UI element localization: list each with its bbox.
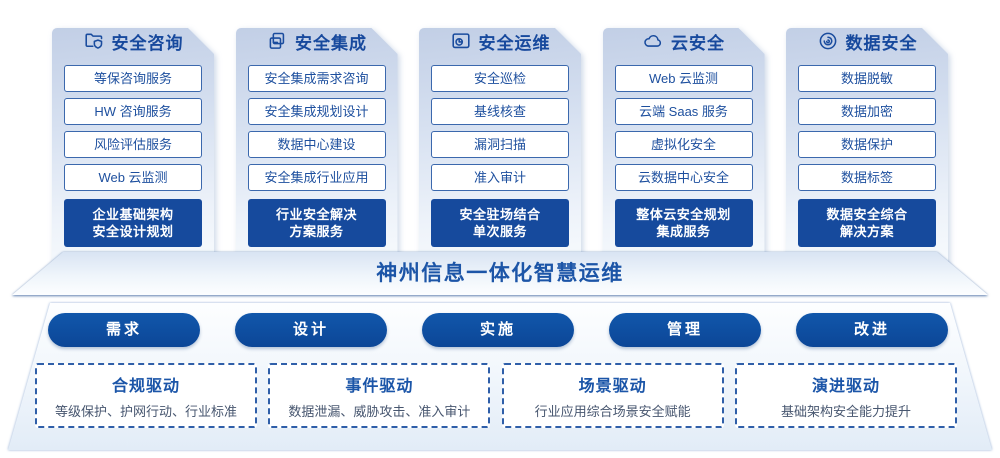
solution-line: 单次服务	[472, 224, 527, 239]
service-item: 等保咨询服务	[64, 65, 202, 92]
service-item: 安全巡检	[431, 65, 569, 92]
service-item: 风险评估服务	[64, 131, 202, 158]
service-item: 准入审计	[431, 164, 569, 191]
solution-line: 整体云安全规划	[636, 207, 731, 222]
solution-line: 解决方案	[839, 224, 894, 239]
service-item: 基线核查	[431, 98, 569, 125]
solution-box: 数据安全综合 解决方案	[798, 199, 936, 247]
ops-banner: 神州信息一体化智慧运维	[12, 252, 988, 295]
card-header: 安全运维	[419, 28, 581, 54]
service-item: HW 咨询服务	[64, 98, 202, 125]
solution-line: 行业安全解决	[275, 207, 357, 222]
driver-title: 场景驱动	[578, 378, 647, 395]
folder-gauge-icon	[450, 30, 472, 52]
service-item: 虚拟化安全	[614, 131, 753, 158]
service-cards-row: 安全咨询 等保咨询服务 HW 咨询服务 风险评估服务 Web 云监测 企业基础架…	[52, 12, 948, 268]
pill-implementation: 实施	[422, 313, 574, 347]
card-title: 云安全	[671, 33, 725, 53]
service-item: 云端 Saas 服务	[614, 98, 753, 125]
driver-desc: 基础架构安全能力提升	[780, 404, 911, 419]
service-item: 数据加密	[798, 98, 936, 125]
process-pills-row: 需求 设计 实施 管理 改进	[48, 313, 948, 347]
solution-line: 安全设计规划	[92, 224, 174, 239]
pill-requirements: 需求	[48, 313, 200, 347]
service-item: 云数据中心安全	[614, 164, 753, 191]
service-item: 数据中心建设	[247, 131, 386, 158]
card-header: 云安全	[603, 28, 765, 54]
service-item: 漏洞扫描	[431, 131, 569, 158]
driver-desc: 数据泄漏、威胁攻击、准入审计	[288, 404, 471, 419]
driver-evolution: 演进驱动 基础架构安全能力提升	[734, 363, 957, 428]
driver-scenario: 场景驱动 行业应用综合场景安全赋能	[501, 363, 724, 428]
driver-title: 演进驱动	[811, 378, 880, 395]
solution-box: 行业安全解决 方案服务	[247, 199, 386, 247]
solution-line: 方案服务	[289, 224, 344, 239]
banner-title: 神州信息一体化智慧运维	[376, 262, 624, 285]
driver-compliance: 合规驱动 等级保护、护网行动、行业标准	[35, 363, 257, 428]
fingerprint-icon	[817, 30, 839, 52]
driver-title: 事件驱动	[345, 378, 414, 395]
card-title: 数据安全	[845, 33, 918, 53]
service-item: 数据标签	[798, 164, 936, 191]
cloud-icon	[642, 30, 664, 52]
drivers-row: 合规驱动 等级保护、护网行动、行业标准 事件驱动 数据泄漏、威胁攻击、准入审计 …	[35, 363, 957, 428]
solution-box: 安全驻场结合 单次服务	[431, 199, 569, 247]
pill-management: 管理	[609, 313, 761, 347]
card-title: 安全运维	[478, 33, 551, 53]
driver-title: 合规驱动	[111, 378, 180, 395]
service-item: 安全集成行业应用	[247, 164, 386, 191]
card-title: 安全咨询	[111, 33, 184, 53]
solution-line: 安全驻场结合	[459, 207, 541, 222]
solution-line: 企业基础架构	[92, 207, 174, 222]
driver-desc: 行业应用综合场景安全赋能	[534, 404, 691, 419]
service-card-integration: 安全集成 安全集成需求咨询 安全集成规划设计 数据中心建设 安全集成行业应用 行…	[235, 12, 398, 268]
service-item: 数据保护	[798, 131, 936, 158]
solution-line: 数据安全综合	[826, 207, 908, 222]
card-header: 数据安全	[786, 28, 948, 54]
pill-improvement: 改进	[796, 313, 948, 347]
solution-box: 整体云安全规划 集成服务	[614, 199, 753, 247]
pill-design: 设计	[235, 313, 387, 347]
folder-shield-icon	[83, 30, 105, 52]
driver-desc: 等级保护、护网行动、行业标准	[54, 404, 237, 419]
stacked-docs-icon	[266, 30, 288, 52]
service-item: 安全集成规划设计	[247, 98, 386, 125]
card-header: 安全咨询	[52, 28, 214, 54]
card-title: 安全集成	[295, 33, 367, 53]
service-card-consulting: 安全咨询 等保咨询服务 HW 咨询服务 风险评估服务 Web 云监测 企业基础架…	[52, 12, 214, 268]
service-item: 数据脱敏	[798, 65, 936, 92]
service-card-cloud: 云安全 Web 云监测 云端 Saas 服务 虚拟化安全 云数据中心安全 整体云…	[602, 12, 765, 268]
card-header: 安全集成	[236, 28, 398, 54]
service-card-data-security: 数据安全 数据脱敏 数据加密 数据保护 数据标签 数据安全综合 解决方案	[786, 12, 948, 268]
driver-incident: 事件驱动 数据泄漏、威胁攻击、准入审计	[268, 363, 491, 428]
service-card-operations: 安全运维 安全巡检 基线核查 漏洞扫描 准入审计 安全驻场结合 单次服务	[419, 12, 581, 268]
solution-box: 企业基础架构 安全设计规划	[64, 199, 202, 247]
service-item: Web 云监测	[614, 65, 753, 92]
solution-line: 集成服务	[656, 224, 711, 239]
service-item: Web 云监测	[64, 164, 202, 191]
service-item: 安全集成需求咨询	[247, 65, 386, 92]
